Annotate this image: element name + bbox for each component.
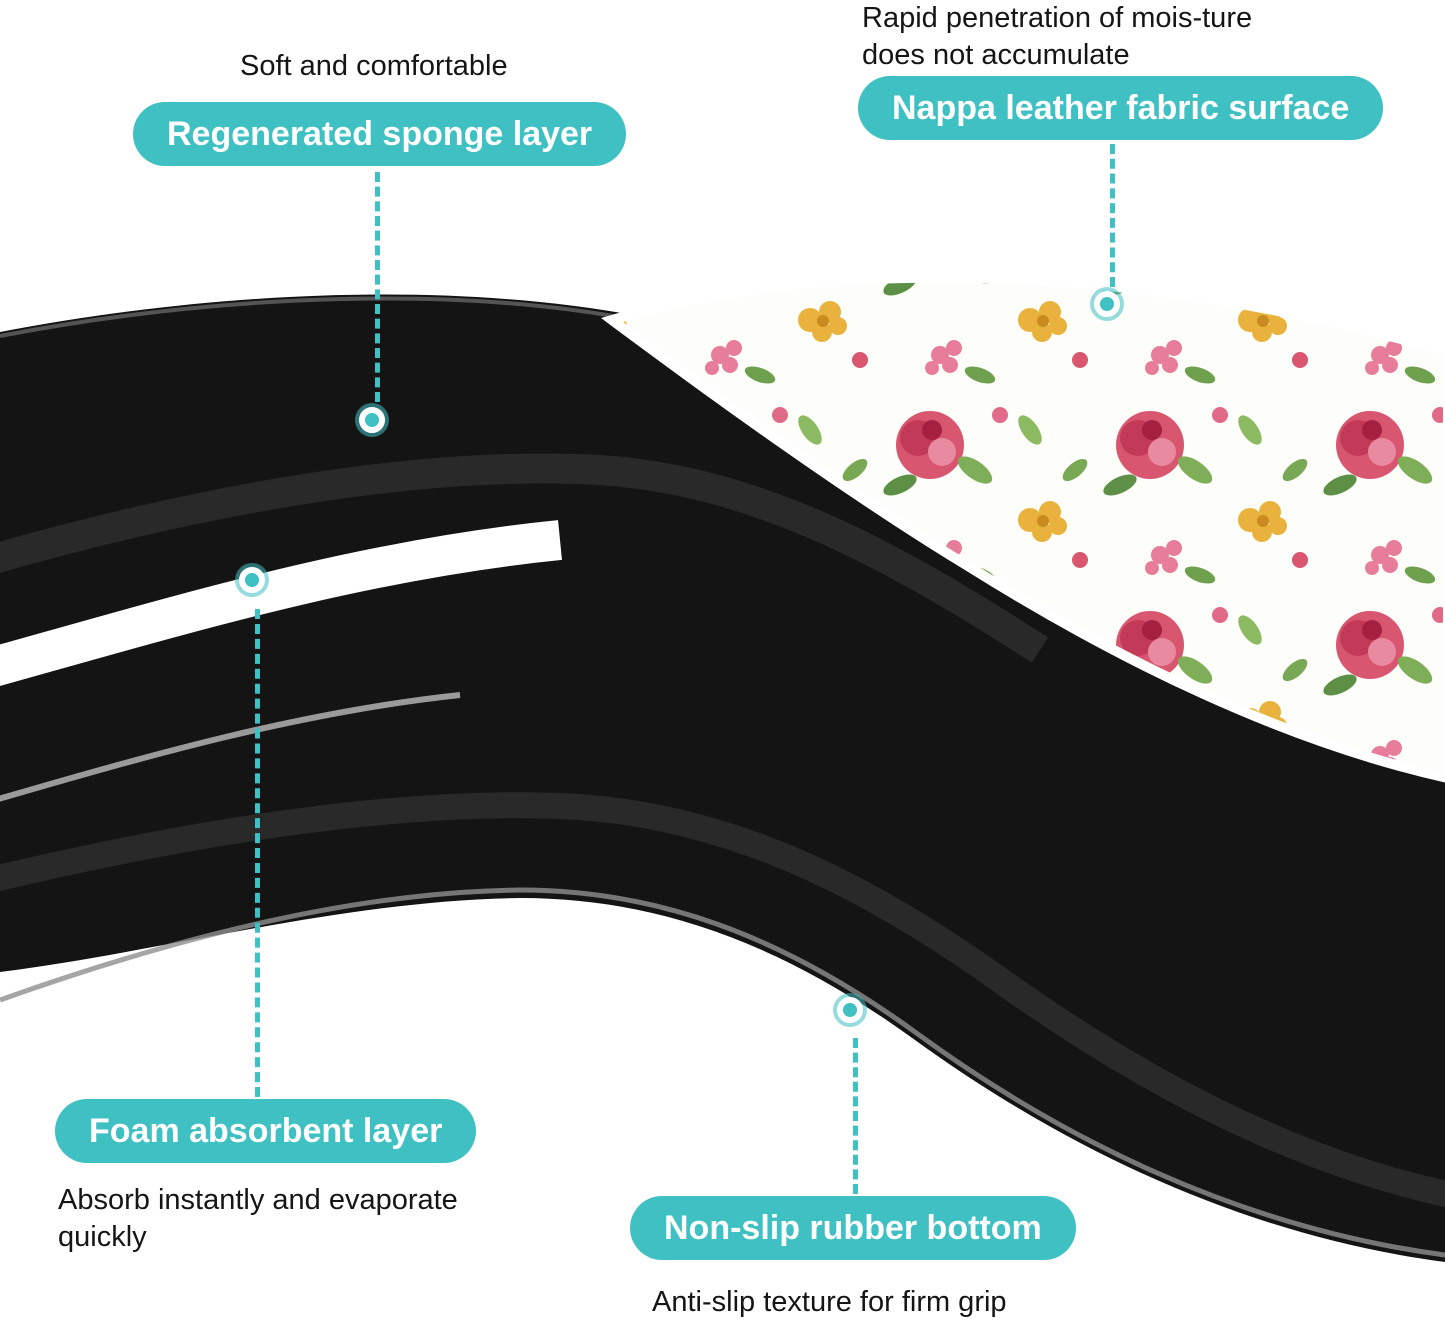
floral-fabric-surface [601, 272, 1445, 783]
foam-note: Absorb instantly and evaporate quickly [58, 1184, 458, 1254]
sponge-callout-line [375, 172, 380, 402]
layer-gap [0, 520, 562, 686]
rubber-label-pill: Non-slip rubber bottom [630, 1196, 1076, 1260]
fabric-note: Rapid penetration of mois-ture does not … [862, 2, 1253, 72]
foam-callout-dot [239, 567, 265, 593]
sponge-label-pill: Regenerated sponge layer [133, 102, 627, 166]
fabric-callout-line [1110, 144, 1115, 287]
foam-label-pill: Foam absorbent layer [55, 1099, 477, 1163]
rubber-callout-dot [837, 997, 863, 1023]
rubber-callout-line [853, 1038, 858, 1194]
rubber-note: Anti-slip texture for firm grip [652, 1286, 1007, 1318]
fabric-callout-dot [1094, 291, 1120, 317]
foam-callout-line [255, 609, 260, 1097]
sponge-note: Soft and comfortable [240, 50, 508, 82]
fabric-label-pill: Nappa leather fabric surface [858, 76, 1384, 140]
sponge-callout-dot [359, 407, 385, 433]
